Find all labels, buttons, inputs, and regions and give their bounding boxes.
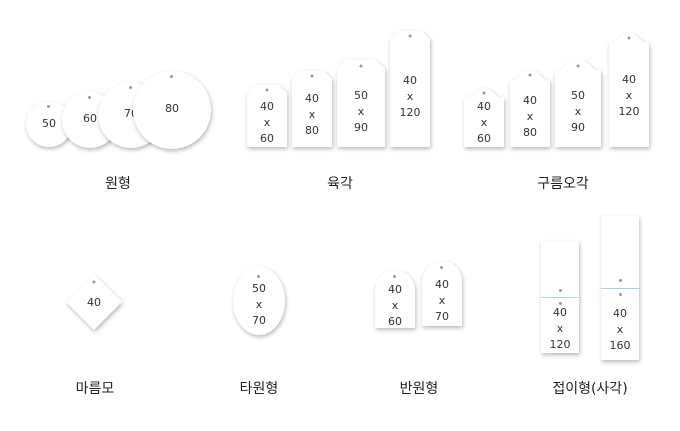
round-tag-80[interactable]: 80 (133, 71, 211, 149)
tag-hole (393, 275, 396, 278)
hexagon-tag-40x60[interactable] (247, 85, 287, 147)
tag-hole (47, 105, 50, 108)
fold-line (601, 288, 639, 289)
hexagon-tag-40x120[interactable] (390, 31, 430, 147)
category-caption-cloud-pentagon: 구름오각 (537, 176, 589, 192)
category-caption-hexagon: 육각 (327, 176, 353, 192)
cloud-pentagon-tag-40x60[interactable] (464, 88, 504, 147)
diamond-tag-40[interactable] (66, 274, 122, 330)
fold-line (541, 297, 579, 298)
tag-hole-bottom (619, 293, 622, 296)
hexagon-tag-50x90[interactable] (337, 60, 385, 147)
hexagon-tag-40x80[interactable] (292, 71, 332, 147)
cloud-pentagon-tag-40x80[interactable] (510, 70, 550, 147)
category-caption-round: 원형 (105, 176, 131, 192)
tag-size-label: 40 (87, 296, 101, 309)
tag-hole (440, 266, 443, 269)
cloud-pentagon-tag-40x120[interactable] (609, 33, 649, 147)
tag-hole (88, 96, 91, 99)
tag-hole (129, 86, 132, 89)
tag-size-label: 80 (165, 102, 179, 115)
tag-hole-top (619, 279, 622, 282)
category-caption-diamond: 마름모 (75, 381, 115, 397)
tag-size-label: 50 (42, 117, 56, 130)
tag-hole (170, 75, 173, 78)
tag-size-label: 60 (83, 112, 97, 125)
tag-hole-bottom (559, 302, 562, 305)
cloud-pentagon-tag-50x90[interactable] (555, 60, 601, 147)
tag-hole (257, 275, 260, 278)
category-caption-folding: 접이형(사각) (552, 381, 628, 397)
category-caption-half-round: 반원형 (399, 381, 439, 397)
tag-hole-top (559, 289, 562, 292)
category-caption-oval: 타원형 (239, 381, 279, 397)
